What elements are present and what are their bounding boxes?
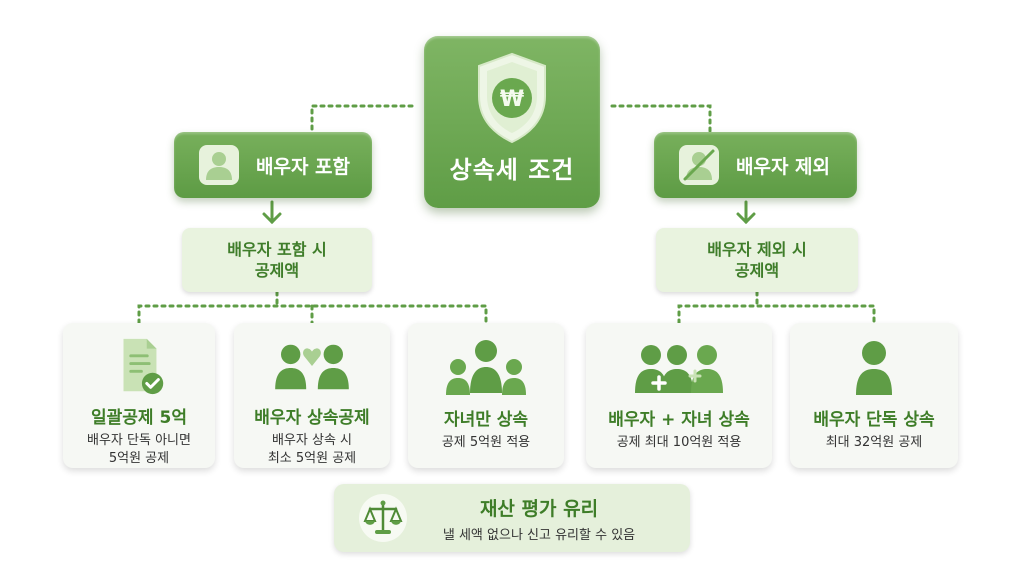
card-title: 배우자 + 자녀 상속	[608, 410, 750, 430]
single-person-icon	[856, 341, 892, 395]
branch-label: 배우자 제외	[736, 155, 831, 178]
document-check-icon	[123, 338, 164, 395]
card-desc: 공제 최대 10억원 적용	[616, 435, 742, 450]
card-title: 자녀만 상속	[443, 410, 529, 430]
card-desc: 최대 32억원 공제	[825, 435, 923, 450]
people-plus-icon	[635, 345, 723, 393]
card-desc: 공제 5억원 적용	[441, 435, 531, 450]
note-text: 재산 평가 유리 낼 세액 없으나 신고 유리할 수 있음	[408, 494, 690, 543]
couple-heart-icon	[275, 344, 349, 390]
note-title: 재산 평가 유리	[479, 497, 599, 520]
sub-line-1: 배우자 포함 시	[227, 240, 327, 259]
svg-text:₩: ₩	[500, 87, 524, 112]
card-title: 배우자 상속공제	[254, 408, 370, 428]
root-title: 상속세 조건	[449, 156, 575, 184]
sub-without-spouse-deduction: 배우자 제외 시 공제액	[656, 228, 858, 292]
branch-with-spouse: 배우자 포함	[174, 132, 372, 198]
children-group-icon	[446, 340, 526, 395]
root-node: ₩ 상속세 조건	[424, 36, 600, 208]
branch-without-spouse: 배우자 제외	[654, 132, 857, 198]
card-desc: 배우자 단독 아니면 5억원 공제	[87, 433, 191, 466]
note-desc: 낼 세액 없으나 신고 유리할 수 있음	[442, 527, 636, 543]
sub-line-1: 배우자 제외 시	[707, 240, 807, 259]
sub-line-2: 공제액	[254, 261, 300, 280]
person-icon	[199, 145, 239, 185]
property-valuation-note: 재산 평가 유리 낼 세액 없으나 신고 유리할 수 있음	[334, 484, 690, 552]
card-spouse-deduction: 배우자 상속공제 배우자 상속 시 최소 5억원 공제	[234, 323, 390, 468]
card-lump-sum-deduction: 일괄공제 5억 배우자 단독 아니면 5억원 공제	[63, 323, 215, 468]
card-spouse-only: 배우자 단독 상속 최대 32억원 공제	[790, 323, 958, 468]
scales-icon	[359, 494, 407, 542]
card-spouse-and-children: 배우자 + 자녀 상속 공제 최대 10억원 적용	[586, 323, 772, 468]
sub-with-spouse-deduction: 배우자 포함 시 공제액	[182, 228, 372, 292]
branch-label: 배우자 포함	[256, 155, 351, 178]
card-title: 일괄공제 5억	[91, 408, 187, 428]
card-desc: 배우자 상속 시 최소 5억원 공제	[267, 433, 357, 466]
card-children-only: 자녀만 상속 공제 5억원 적용	[408, 323, 564, 468]
won-shield-icon: ₩	[478, 52, 546, 144]
person-excluded-icon	[679, 145, 719, 185]
card-title: 배우자 단독 상속	[813, 410, 935, 430]
sub-line-2: 공제액	[734, 261, 780, 280]
